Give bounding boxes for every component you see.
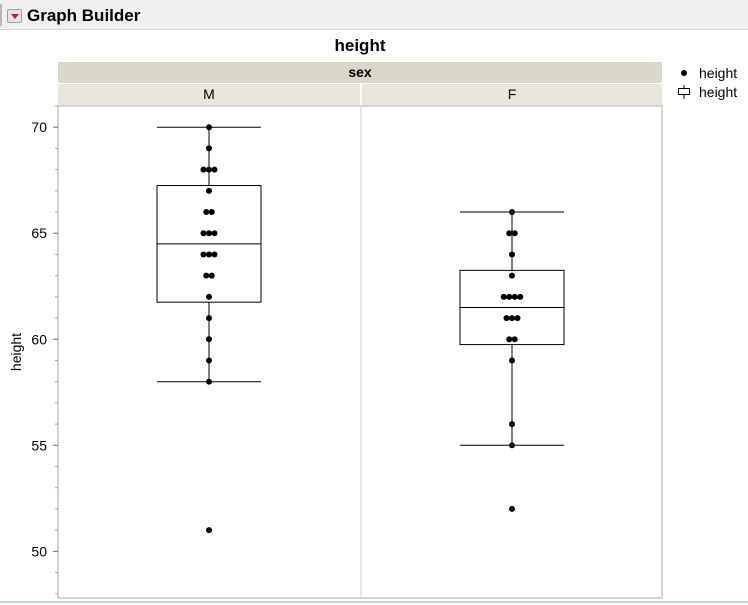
graph-title[interactable]: height: [334, 36, 386, 55]
box-plot-icon: [678, 85, 690, 99]
data-point[interactable]: [517, 293, 524, 300]
data-point[interactable]: [509, 315, 515, 322]
plot-frame: [57, 105, 663, 599]
data-point[interactable]: [500, 293, 507, 300]
data-point[interactable]: [206, 251, 212, 258]
data-point[interactable]: [206, 145, 212, 152]
data-point[interactable]: [203, 272, 210, 279]
y-axis-label: height: [8, 333, 24, 371]
data-point[interactable]: [506, 230, 513, 237]
red-triangle-icon: [11, 14, 19, 19]
data-point[interactable]: [200, 230, 207, 237]
data-point[interactable]: [206, 315, 212, 322]
data-point[interactable]: [514, 315, 521, 322]
data-point[interactable]: [211, 251, 218, 258]
bottom-divider: [0, 601, 748, 603]
data-point[interactable]: [509, 357, 515, 364]
data-point[interactable]: [509, 421, 515, 428]
outline-header: Graph Builder: [0, 0, 748, 30]
data-point[interactable]: [200, 166, 207, 173]
data-point[interactable]: [511, 230, 518, 237]
data-point[interactable]: [206, 527, 212, 534]
data-point[interactable]: [206, 166, 212, 173]
y-tick-label: 70: [31, 119, 47, 135]
data-point[interactable]: [203, 209, 210, 216]
y-tick-label: 65: [31, 225, 47, 241]
legend-label-points: height: [699, 65, 738, 81]
data-point[interactable]: [208, 272, 215, 279]
data-point[interactable]: [509, 442, 515, 449]
legend-label-box: height: [699, 84, 738, 100]
outline-title: Graph Builder: [27, 6, 141, 25]
data-point[interactable]: [208, 209, 215, 216]
group-variable-header[interactable]: sex: [58, 62, 662, 83]
outline-edge: [0, 4, 2, 26]
level-label-f[interactable]: F: [362, 84, 662, 105]
data-point[interactable]: [509, 251, 515, 258]
data-point[interactable]: [206, 357, 212, 364]
data-point[interactable]: [211, 230, 218, 237]
data-point[interactable]: [506, 293, 513, 300]
data-point[interactable]: [509, 209, 515, 216]
data-point[interactable]: [206, 336, 212, 343]
data-point[interactable]: [509, 272, 515, 279]
data-point[interactable]: [511, 293, 518, 300]
data-point[interactable]: [506, 336, 513, 343]
data-point[interactable]: [511, 336, 518, 343]
data-point[interactable]: [509, 505, 515, 512]
data-point[interactable]: [206, 293, 212, 300]
data-point[interactable]: [211, 166, 218, 173]
disclosure-toggle-icon[interactable]: [7, 9, 22, 23]
data-point[interactable]: [206, 230, 212, 237]
y-tick-label: 50: [31, 543, 47, 559]
data-point[interactable]: [503, 315, 510, 322]
point-icon: [681, 70, 687, 76]
data-point[interactable]: [206, 378, 212, 385]
data-point[interactable]: [200, 251, 207, 258]
data-point[interactable]: [206, 187, 212, 194]
data-point[interactable]: [206, 124, 212, 131]
y-tick-label: 55: [31, 437, 47, 453]
y-tick-label: 60: [31, 331, 47, 347]
level-label-m[interactable]: M: [58, 84, 360, 105]
